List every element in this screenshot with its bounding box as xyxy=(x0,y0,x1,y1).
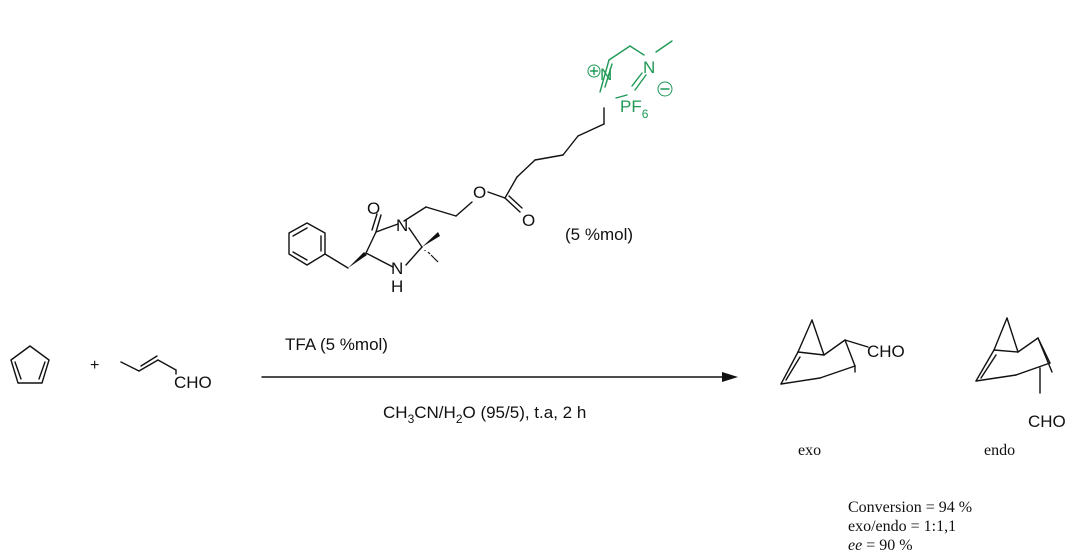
catalyst-loading: (5 %mol) xyxy=(565,225,633,244)
atom-n-amine: N xyxy=(391,259,403,278)
reaction-arrow xyxy=(261,372,738,382)
endo-aldehyde: CHO xyxy=(1028,412,1066,431)
aldehyde-label: CHO xyxy=(174,373,212,392)
wedge-bond xyxy=(422,232,440,247)
atom-n-imidazolium: N xyxy=(600,65,612,84)
imidazolidinone-ring xyxy=(365,213,423,268)
conversion-value: Conversion = 94 % xyxy=(848,499,972,516)
atom-n-amide: N xyxy=(396,216,408,235)
exo-endo-ratio: exo/endo = 1:1,1 xyxy=(848,518,956,535)
atom-o-ester: O xyxy=(473,183,486,202)
endo-label: endo xyxy=(984,442,1015,459)
results-block: Conversion = 94 % exo/endo = 1:1,1 ee = … xyxy=(848,499,972,554)
cyclopentadiene xyxy=(10,345,50,384)
atom-o-carbonyl: O xyxy=(522,211,535,230)
solvent-conditions: CH3CN/H2O (95/5), t.a, 2 h xyxy=(383,403,586,426)
reagent-above-arrow: TFA (5 %mol) xyxy=(285,335,388,354)
positive-charge-icon xyxy=(587,64,601,78)
arrow-head-icon xyxy=(722,372,738,382)
product-exo xyxy=(780,319,869,385)
exo-label: exo xyxy=(798,442,821,459)
exo-aldehyde: CHO xyxy=(867,342,905,361)
atom-o-ketone: O xyxy=(367,199,380,218)
atom-n-methyl: N xyxy=(643,58,655,77)
atom-h: H xyxy=(391,277,403,296)
hashed-bond xyxy=(424,250,439,263)
product-endo xyxy=(975,317,1053,394)
ee-value: ee = 90 % xyxy=(848,537,913,554)
negative-charge-icon xyxy=(657,81,673,97)
imidazolium-ring xyxy=(599,40,673,99)
catalyst-structure: O N N H O O N N PF6 (5 %mol) xyxy=(288,40,673,296)
benzene-ring xyxy=(288,222,326,266)
crotonaldehyde xyxy=(120,355,177,375)
wedge-bond xyxy=(348,252,367,268)
plus-sign: + xyxy=(90,357,99,374)
counterion-pf6: PF6 xyxy=(620,97,649,121)
